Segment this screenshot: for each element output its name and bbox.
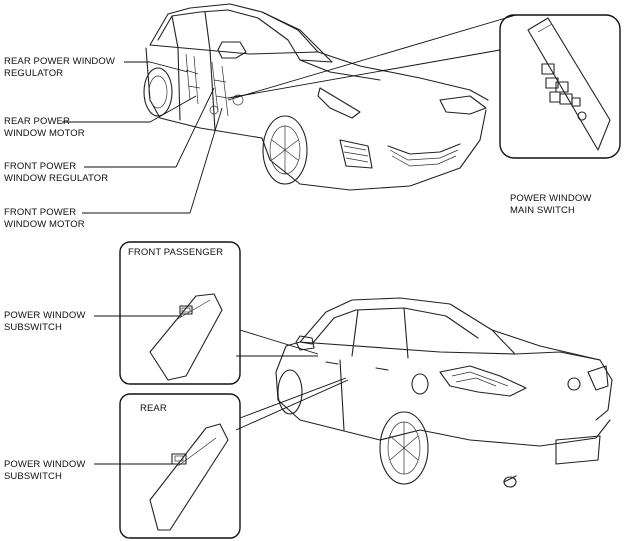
rear-inset-box: [119, 393, 241, 539]
sedan-car-illustration: [275, 297, 613, 488]
power-window-main-switch-label-line2: MAIN SWITCH: [510, 205, 575, 216]
rear-inset: REAR: [119, 393, 241, 539]
rear-power-window-motor-label-line2: WINDOW MOTOR: [4, 128, 85, 139]
front-power-window-motor-label-line2: WINDOW MOTOR: [4, 219, 85, 230]
power-window-subswitch-front-label-line1: POWER WINDOW: [4, 310, 85, 321]
front-power-window-regulator-label-line1: FRONT POWER: [4, 161, 76, 172]
main-switch-inset-box: [499, 14, 621, 159]
power-window-main-switch-label-line1: POWER WINDOW: [510, 193, 591, 204]
rear-subswitch-icon: [171, 453, 187, 465]
rear-power-window-regulator-label-line1: REAR POWER WINDOW: [4, 56, 115, 67]
front-passenger-subswitch-icon: [179, 305, 193, 315]
main-switch-inset: [499, 14, 621, 159]
power-window-subswitch-rear-label-line1: POWER WINDOW: [4, 459, 85, 470]
rear-power-window-motor-label-line1: REAR POWER: [4, 116, 70, 127]
front-passenger-inset: FRONT PASSENGER: [119, 241, 241, 385]
front-power-window-regulator-label-line2: WINDOW REGULATOR: [4, 173, 108, 184]
rear-power-window-regulator-label-line2: REGULATOR: [4, 68, 63, 79]
power-window-main-switch-icon: [541, 63, 587, 121]
hatchback-car-illustration: [143, 3, 489, 191]
power-window-subswitch-front-label-line2: SUBSWITCH: [4, 322, 62, 333]
power-window-subswitch-rear-label-line2: SUBSWITCH: [4, 471, 62, 482]
front-power-window-motor-label-line1: FRONT POWER: [4, 207, 76, 218]
front-passenger-inset-title: FRONT PASSENGER: [128, 247, 223, 258]
rear-inset-title: REAR: [140, 403, 167, 414]
